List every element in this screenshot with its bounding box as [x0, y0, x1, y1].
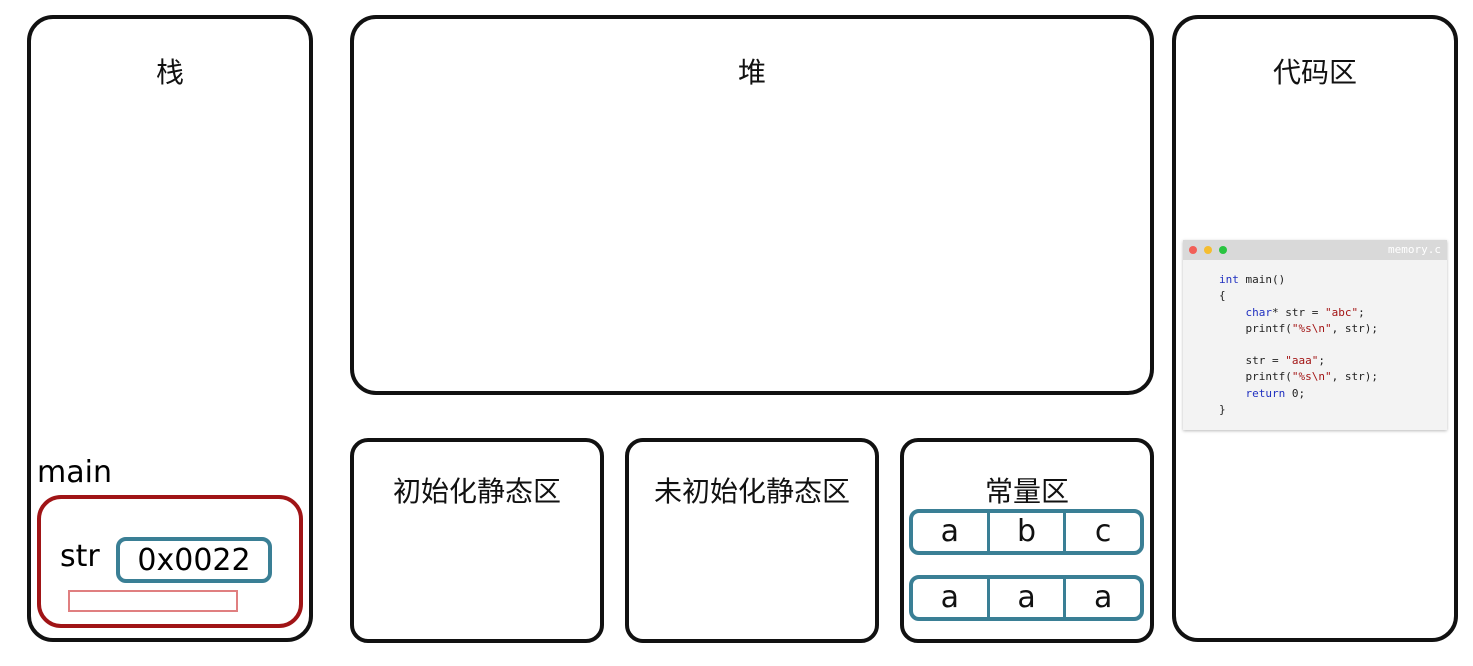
uninit-static-region: 未初始化静态区	[625, 438, 879, 643]
uninit-static-title: 未初始化静态区	[653, 475, 850, 508]
char-cell: a	[986, 579, 1064, 617]
init-static-title: 初始化静态区	[392, 475, 561, 508]
code-token: {	[1219, 289, 1226, 303]
heap-region: 堆	[350, 15, 1154, 395]
char-cell: a	[1063, 579, 1140, 617]
code-token: , str);	[1331, 370, 1378, 384]
code-token: str =	[1219, 354, 1286, 368]
stack-region: 栈	[27, 15, 313, 642]
highlight-box	[68, 590, 238, 612]
code-token: "abc"	[1324, 305, 1359, 319]
code-line: str = "aaa";	[1219, 353, 1447, 369]
char-cell: a	[940, 580, 960, 615]
stack-title: 栈	[155, 56, 184, 89]
maximize-dot-icon	[1219, 246, 1227, 254]
main-frame-label: main	[37, 455, 112, 490]
code-line: {	[1219, 288, 1447, 304]
code-line: printf("%s\n", str);	[1219, 369, 1447, 385]
code-token: printf(	[1219, 370, 1292, 384]
constant-title: 常量区	[984, 475, 1069, 508]
constant-string-aaa: a a a	[909, 575, 1144, 621]
code-token: main()	[1238, 273, 1286, 286]
code-window-titlebar: memory.c	[1183, 240, 1447, 260]
code-token: ;	[1318, 354, 1325, 368]
init-static-region: 初始化静态区	[350, 438, 604, 643]
code-region: 代码区	[1172, 15, 1458, 642]
code-filename: memory.c	[1388, 243, 1441, 256]
str-pointer-value: 0x0022	[137, 543, 251, 578]
char-cell: c	[1063, 513, 1140, 551]
code-line: }	[1219, 402, 1447, 418]
code-line	[1219, 337, 1447, 353]
code-line: int main()	[1219, 272, 1447, 288]
close-dot-icon	[1189, 246, 1197, 254]
minimize-dot-icon	[1204, 246, 1212, 254]
str-pointer-cell: 0x0022	[116, 537, 272, 583]
char-cell: a	[940, 514, 960, 549]
heap-title: 堆	[737, 56, 766, 89]
code-title: 代码区	[1272, 56, 1357, 89]
code-token: "%s\n"	[1291, 321, 1332, 335]
code-line: char* str = "abc";	[1219, 305, 1447, 321]
code-token: "aaa"	[1285, 354, 1319, 368]
code-token: char	[1245, 305, 1273, 319]
code-token: return	[1245, 386, 1286, 400]
char-cell: b	[986, 513, 1064, 551]
code-line: return 0;	[1219, 386, 1447, 402]
code-listing: int main(){ char* str = "abc"; printf("%…	[1183, 260, 1447, 418]
str-var-name: str	[60, 539, 100, 574]
code-window: memory.c int main(){ char* str = "abc"; …	[1183, 240, 1447, 430]
main-stack-frame: str 0x0022	[37, 495, 303, 628]
constant-region: 常量区	[900, 438, 1154, 643]
code-token: 0;	[1285, 386, 1306, 400]
code-token: }	[1219, 403, 1226, 417]
constant-string-abc: a b c	[909, 509, 1144, 555]
code-token: ;	[1358, 305, 1365, 319]
code-token	[1219, 306, 1246, 319]
code-token: "%s\n"	[1291, 370, 1332, 384]
code-token: , str);	[1331, 321, 1378, 335]
code-token: int	[1219, 273, 1239, 286]
code-token	[1219, 387, 1246, 400]
code-token: * str =	[1272, 305, 1325, 319]
code-token: printf(	[1219, 321, 1292, 335]
code-line: printf("%s\n", str);	[1219, 321, 1447, 337]
